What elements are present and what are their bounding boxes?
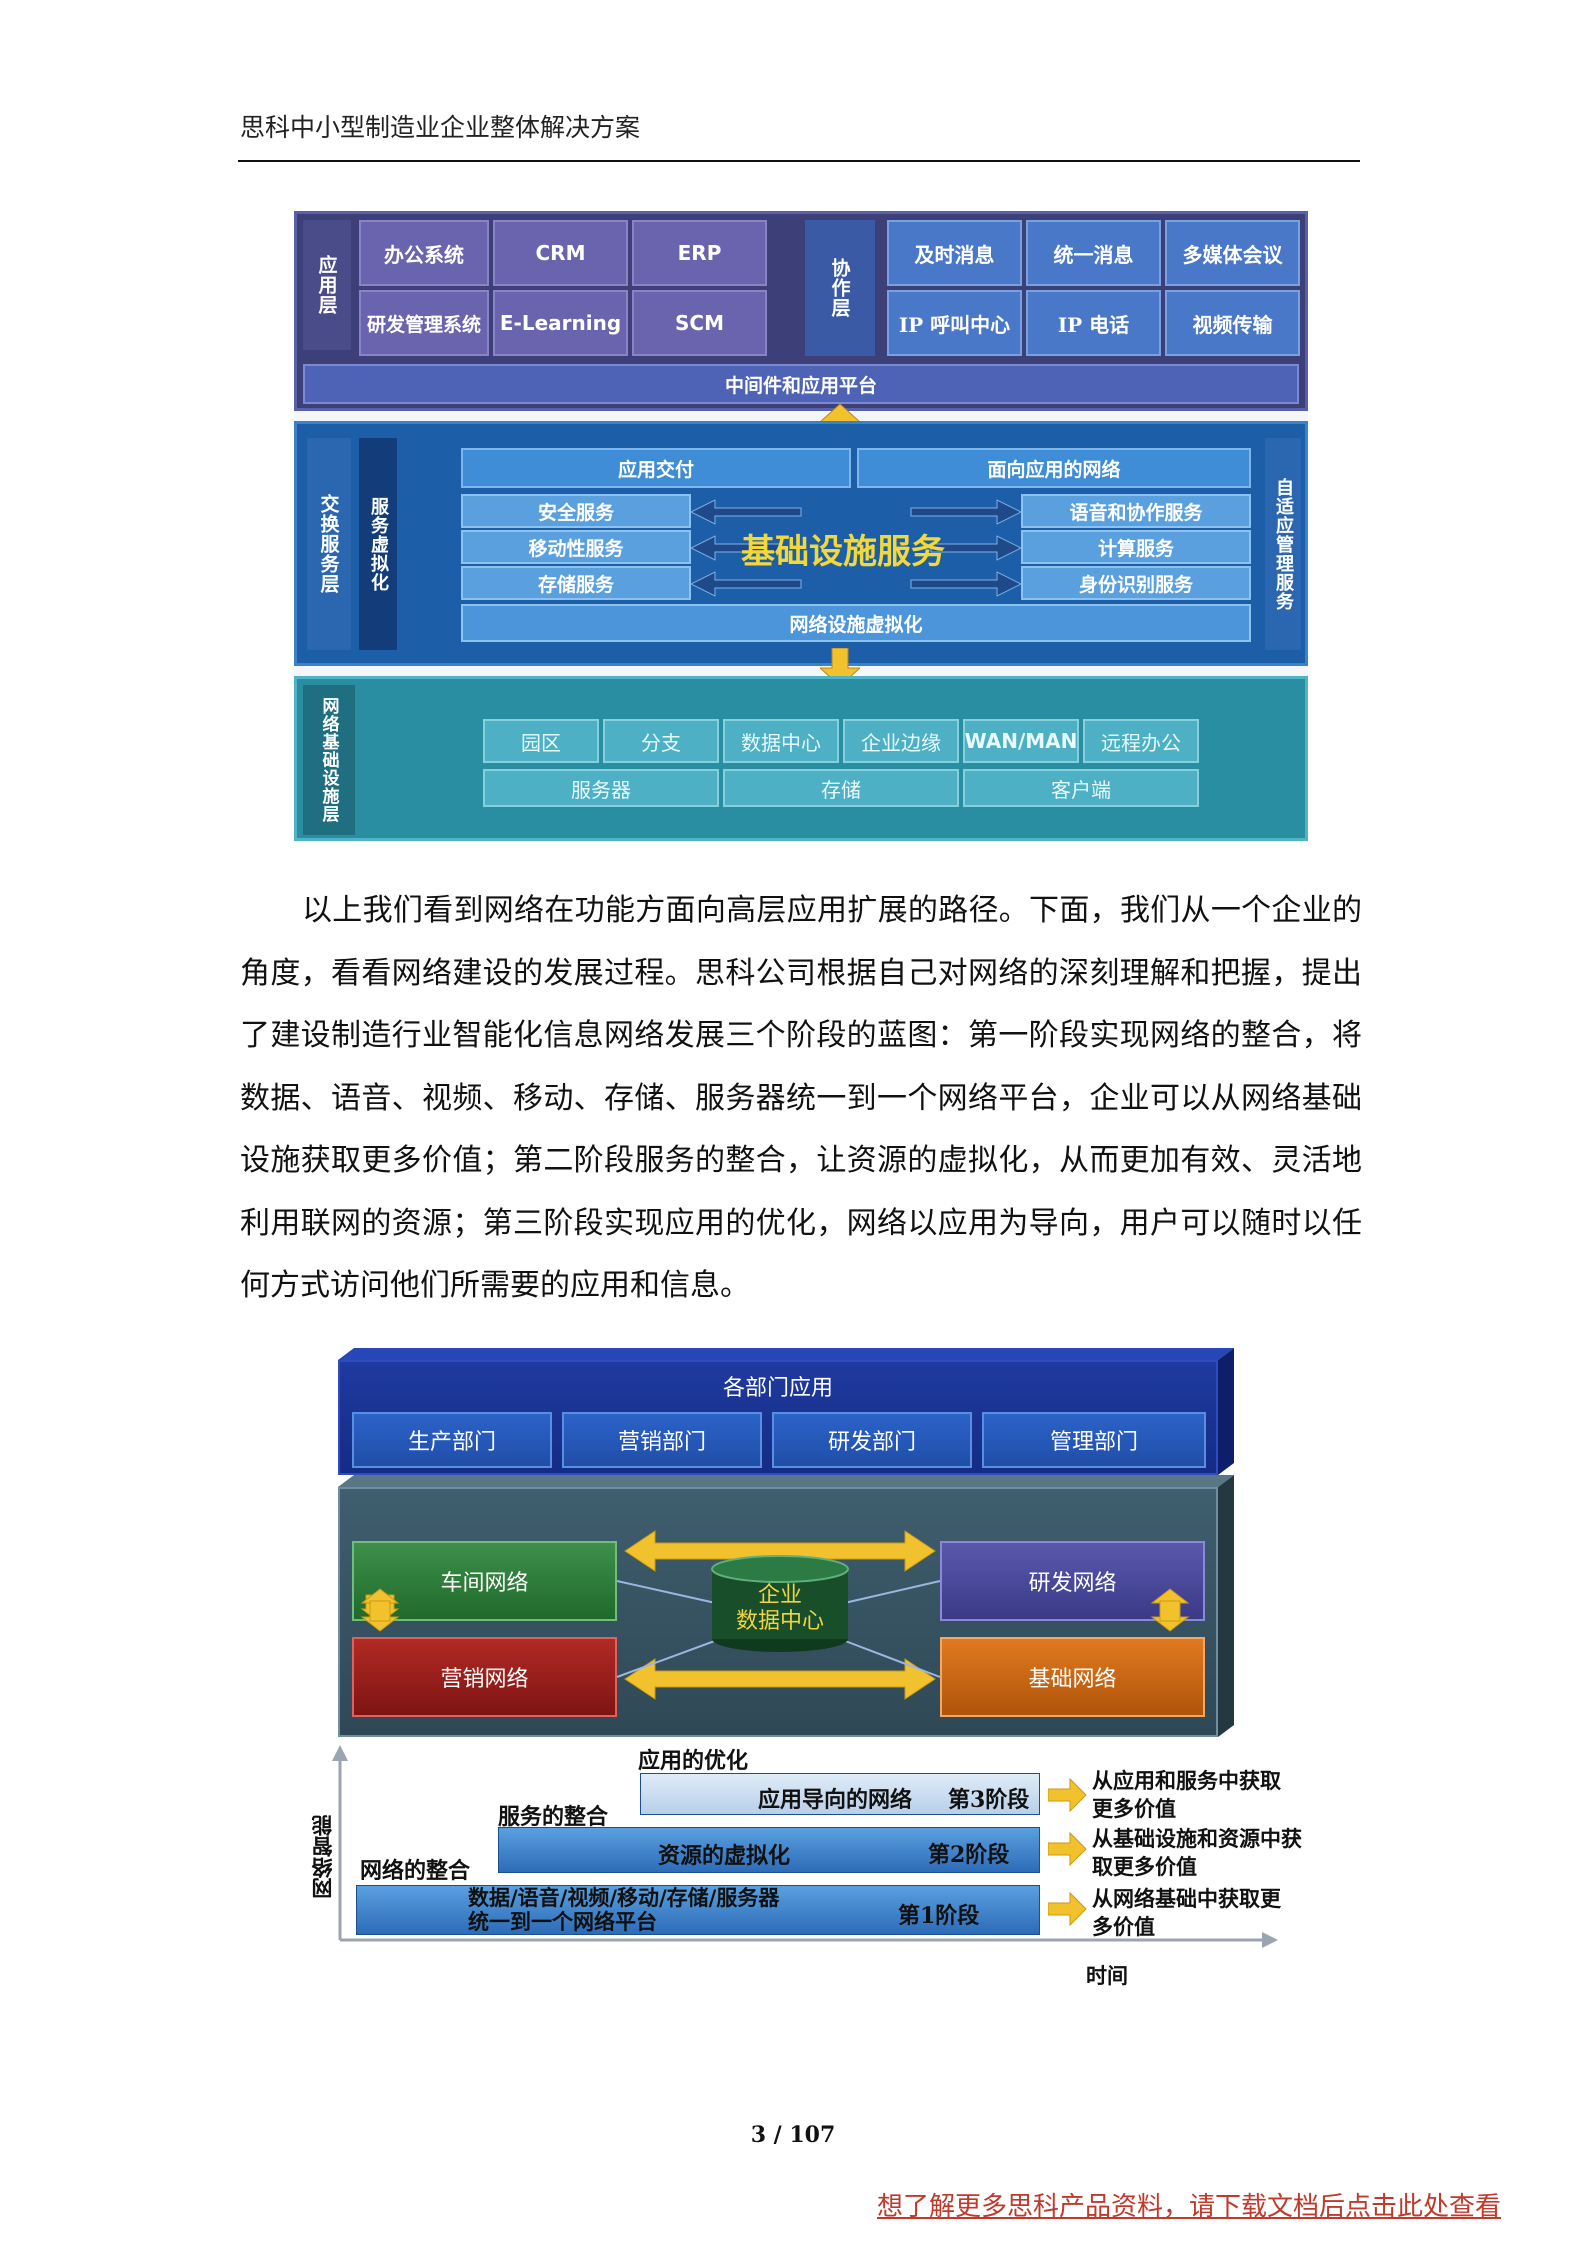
header-rule: [238, 160, 1360, 162]
stage2-label: 第2阶段: [928, 1842, 1010, 1868]
svc-app-network: 面向应用的网络: [857, 448, 1251, 488]
stage1-bar: [356, 1885, 1040, 1935]
collab-cell-video: 视频传输: [1165, 290, 1300, 356]
network-evolution-figure: 各部门应用 生产部门 营销部门 研发部门 管理部门 车间网络 营销网络 研发网络…: [288, 1345, 1303, 1995]
network-architecture-figure: 应用层 办公系统 CRM ERP 研发管理系统 E-Learning SCM 协…: [294, 211, 1308, 841]
collab-cell-im: 及时消息: [887, 220, 1022, 286]
app-cell-office: 办公系统: [359, 220, 489, 286]
infra-edge: 企业边缘: [843, 719, 959, 763]
stage2-bar-text: 资源的虚拟化: [658, 1843, 791, 1869]
stage2-title: 服务的整合: [498, 1804, 609, 1830]
stage1-title: 网络的整合: [360, 1858, 471, 1884]
stage3-bar: [640, 1773, 1040, 1815]
collab-layer-label: 协作层: [805, 220, 875, 356]
service-arrows-icon: [691, 499, 1021, 597]
enterprise-datacenter: 企业 数据中心: [735, 1583, 824, 1634]
collab-cell-ipphone: IP 电话: [1026, 290, 1161, 356]
svc-voice: 语音和协作服务: [1021, 494, 1251, 528]
dept-apps-title: 各部门应用: [722, 1376, 833, 1401]
infra-server: 服务器: [483, 769, 719, 807]
block-3d-sides: [338, 1348, 1234, 1737]
service-virtualization-label: 服务虚拟化: [368, 496, 389, 592]
y-axis-label: 网络智能: [310, 1815, 335, 1899]
stage1-bar-text: 数据/语音/视频/移动/存储/服务器 统一到一个网络平台: [468, 1885, 780, 1934]
app-cell-erp: ERP: [632, 220, 767, 286]
infra-layer-label: 网络基础设施层: [303, 685, 355, 835]
footer-download-link[interactable]: 想了解更多思科产品资料，请下载文档后点击此处查看: [877, 2192, 1502, 2222]
stage3-bar-text: 应用导向的网络: [758, 1787, 913, 1813]
workshop-network: 车间网络: [352, 1541, 617, 1621]
service-band: 交换服务层 服务虚拟化 应用交付 面向应用的网络 安全服务 移动性服务 存储服务…: [294, 421, 1308, 666]
infrastructure-band: 网络基础设施层 园区 分支 数据中心 企业边缘 WAN/MAN 远程办公 服务器…: [294, 676, 1308, 841]
dept-management: 管理部门: [982, 1412, 1206, 1468]
paragraph-text: 以上我们看到网络在功能方面向高层应用扩展的路径。下面，我们从一个企业的角度，看看…: [240, 893, 1362, 1303]
dept-sales: 营销部门: [562, 1412, 762, 1468]
stage3-title: 应用的优化: [638, 1748, 749, 1774]
stage-axes: [332, 1745, 1278, 1948]
svc-storage: 存储服务: [461, 566, 691, 600]
value2-text: 从基础设施和资源中获取更多价值: [1092, 1826, 1302, 1879]
svc-mobility: 移动性服务: [461, 530, 691, 564]
infrastructure-services-title: 基础设施服务: [741, 532, 945, 572]
collab-cell-um: 统一消息: [1026, 220, 1161, 286]
infra-remote: 远程办公: [1083, 719, 1199, 763]
app-layer-label: 应用层: [303, 220, 351, 350]
infra-branch: 分支: [603, 719, 719, 763]
app-cell-elearning: E-Learning: [493, 290, 628, 356]
app-cell-scm: SCM: [632, 290, 767, 356]
body-paragraph: 以上我们看到网络在功能方面向高层应用扩展的路径。下面，我们从一个企业的角度，看看…: [240, 880, 1362, 1318]
svc-security: 安全服务: [461, 494, 691, 528]
infra-client: 客户端: [963, 769, 1199, 807]
svc-app-delivery: 应用交付: [461, 448, 851, 488]
infra-datacenter: 数据中心: [723, 719, 839, 763]
value1-text: 从网络基础中获取更多价值: [1092, 1886, 1281, 1939]
stage2-bar: [498, 1827, 1040, 1873]
base-network: 基础网络: [940, 1637, 1205, 1717]
application-band: 应用层 办公系统 CRM ERP 研发管理系统 E-Learning SCM 协…: [294, 211, 1308, 411]
page-number: 3 / 107: [750, 2122, 836, 2148]
svc-network-virtualization: 网络设施虚拟化: [461, 604, 1251, 642]
svc-identity: 身份识别服务: [1021, 566, 1251, 600]
service-layer-label: 交换服务层: [307, 438, 351, 650]
dept-production: 生产部门: [352, 1412, 552, 1468]
header-title: 思科中小型制造业企业整体解决方案: [240, 113, 641, 142]
sales-network: 营销网络: [352, 1637, 617, 1717]
service-virtualization-strip: [359, 438, 397, 650]
networks-block: 车间网络 营销网络 研发网络 基础网络: [338, 1487, 1218, 1737]
infra-campus: 园区: [483, 719, 599, 763]
middleware-bar: 中间件和应用平台: [303, 364, 1299, 404]
infra-storage: 存储: [723, 769, 959, 807]
value3-text: 从应用和服务中获取更多价值: [1092, 1768, 1281, 1821]
app-cell-rd: 研发管理系统: [359, 290, 489, 356]
adaptive-management-label: 自适应管理服务: [1265, 438, 1301, 650]
app-cell-crm: CRM: [493, 220, 628, 286]
dept-rd: 研发部门: [772, 1412, 972, 1468]
collab-cell-conf: 多媒体会议: [1165, 220, 1300, 286]
svc-compute: 计算服务: [1021, 530, 1251, 564]
stage1-label: 第1阶段: [898, 1903, 980, 1929]
infra-wan: WAN/MAN: [963, 719, 1079, 763]
collab-cell-callcenter: IP 呼叫中心: [887, 290, 1022, 356]
stage3-label: 第3阶段: [948, 1787, 1030, 1813]
departments-block: 各部门应用 生产部门 营销部门 研发部门 管理部门: [338, 1360, 1218, 1475]
datacenter-diagram: [360, 1530, 1190, 1700]
value-arrows-icon: [1048, 1777, 1087, 1927]
x-axis-label: 时间: [1086, 1963, 1128, 1988]
